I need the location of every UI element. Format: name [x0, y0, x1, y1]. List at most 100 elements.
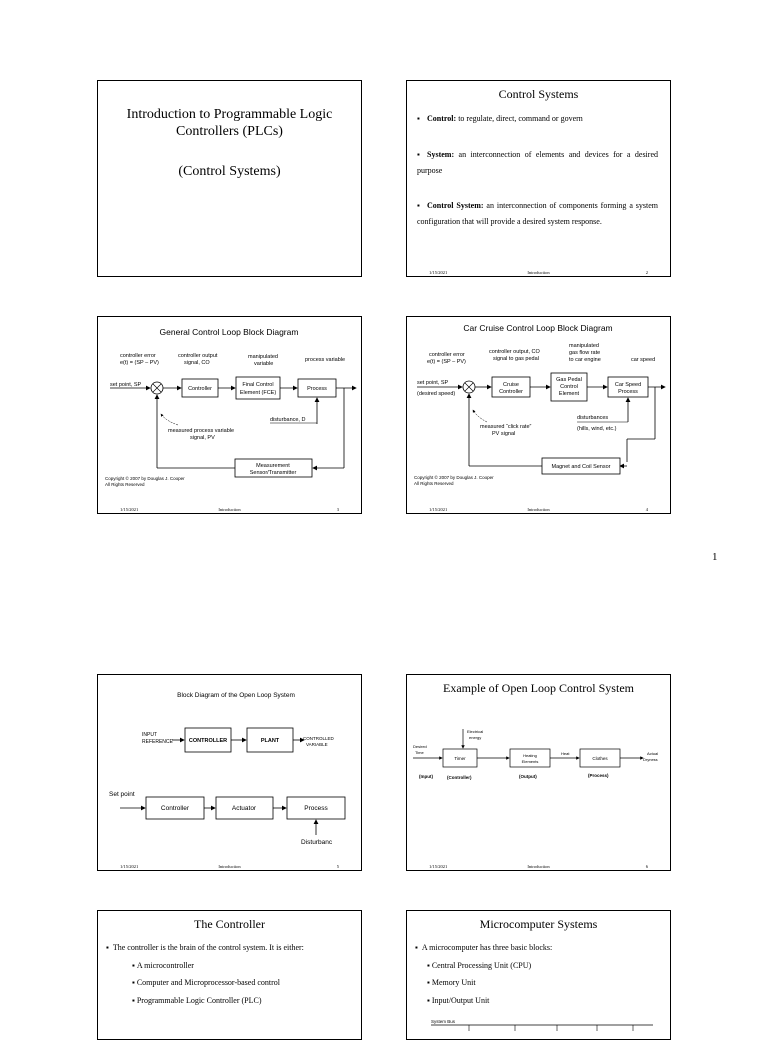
svg-text:PV signal: PV signal [492, 431, 515, 437]
svg-text:PLANT: PLANT [261, 738, 280, 744]
svg-text:Clothes: Clothes [592, 756, 608, 761]
svg-text:disturbances: disturbances [577, 415, 608, 421]
svg-text:Gas Pedal: Gas Pedal [556, 377, 582, 383]
svg-text:Final Control: Final Control [242, 382, 273, 388]
page-number: 1 [712, 551, 718, 563]
diagram-title: General Control Loop Block Diagram [160, 327, 299, 337]
svg-text:Control: Control [560, 384, 578, 390]
svg-text:energy: energy [469, 735, 481, 740]
svg-text:Copyright © 2007 by Douglas J.: Copyright © 2007 by Douglas J. Cooper [105, 475, 185, 481]
svg-text:manipulated: manipulated [569, 343, 599, 349]
slide-8-title: Microcomputer Systems [479, 917, 598, 931]
svg-text:signal to gas pedal: signal to gas pedal [493, 356, 539, 362]
svg-text:Actual: Actual [647, 751, 658, 756]
svg-text:REFERENCE: REFERENCE [142, 739, 174, 745]
sub-bullet-microprocessor: ▪ Computer and Microprocessor-based cont… [132, 978, 280, 987]
bullet-microcomputer: ▪ A microcomputer has three basic blocks… [415, 943, 553, 952]
controller-block [184, 727, 232, 753]
svg-text:Copyright © 2007 by Douglas J.: Copyright © 2007 by Douglas J. Cooper [414, 474, 494, 480]
svg-text:(desired speed): (desired speed) [417, 391, 455, 397]
slide-6-title: Example of Open Loop Control System [443, 681, 634, 695]
svg-text:Elements: Elements [522, 759, 539, 764]
slide-4: Car Cruise Control Loop Block Diagram co… [406, 316, 671, 514]
svg-text:Car Speed: Car Speed [615, 382, 641, 388]
slide-3: General Control Loop Block Diagram contr… [97, 316, 362, 514]
slide-8: Microcomputer Systems ▪ A microcomputer … [406, 910, 671, 1040]
svg-text:signal, PV: signal, PV [190, 435, 215, 441]
svg-text:set point, SP: set point, SP [110, 382, 142, 388]
process-block [286, 796, 346, 820]
bullet-system: ▪System: an interconnection of elements … [417, 150, 658, 175]
svg-text:Controller: Controller [499, 389, 523, 395]
svg-text:measured process variable: measured process variable [168, 428, 234, 434]
slide-1-subtitle: (Control Systems) [178, 164, 281, 179]
svg-text:signal, CO: signal, CO [184, 360, 210, 366]
svg-text:controller output: controller output [178, 353, 218, 359]
sub-bullet-cpu: ▪ Central Processing Unit (CPU) [427, 961, 532, 970]
svg-text:controller output, CO: controller output, CO [489, 349, 540, 355]
svg-text:car speed: car speed [631, 357, 655, 363]
dryer-example-diagram: Electrical energy Desired Time Timer Hea… [413, 729, 658, 780]
bullet-control: ▪Control: to regulate, direct, command o… [417, 114, 583, 123]
svg-text:Sensor/Transmitter: Sensor/Transmitter [250, 470, 297, 476]
svg-text:measured “click rate”: measured “click rate” [480, 424, 532, 430]
plant-block [246, 727, 294, 753]
svg-text:Heat: Heat [561, 751, 570, 756]
svg-text:Dryness: Dryness [643, 757, 658, 762]
svg-text:Timer: Timer [454, 756, 466, 761]
svg-text:Actuator: Actuator [232, 805, 257, 812]
svg-text:INPUT: INPUT [142, 732, 157, 738]
gas-pedal-block [550, 372, 588, 402]
svg-text:System Bus: System Bus [431, 1019, 456, 1024]
open-loop-diagram: Block Diagram of the Open Loop System IN… [109, 692, 346, 846]
slide-7-title: The Controller [194, 917, 265, 931]
sub-bullet-io: ▪ Input/Output Unit [427, 996, 490, 1005]
svg-text:set point, SP: set point, SP [417, 380, 449, 386]
svg-text:(Output): (Output) [519, 774, 537, 779]
slide-2-title: Control Systems [498, 87, 579, 101]
bullet-control-system: ▪Control System: an interconnection of c… [417, 201, 658, 226]
svg-text:Desired: Desired [413, 744, 427, 749]
heating-elements-block [509, 748, 551, 768]
svg-text:Controller: Controller [188, 386, 212, 392]
svg-text:Magnet and Coil Sensor: Magnet and Coil Sensor [551, 464, 610, 470]
sub-bullet-microcontroller: ▪ A microcontroller [132, 961, 194, 970]
svg-text:process variable: process variable [305, 357, 345, 363]
bullet-controller: ▪ The controller is the brain of the con… [106, 943, 304, 952]
svg-text:CONTROLLED: CONTROLLED [303, 736, 335, 741]
slide-7: The Controller ▪ The controller is the b… [97, 910, 362, 1040]
svg-text:Measurement: Measurement [256, 463, 290, 469]
svg-text:(Controller): (Controller) [447, 775, 472, 780]
svg-text:Process: Process [618, 389, 638, 395]
svg-text:Process: Process [304, 805, 328, 812]
svg-text:Cruise: Cruise [503, 382, 519, 388]
svg-text:Controller: Controller [161, 805, 190, 812]
svg-text:controller error: controller error [120, 353, 156, 359]
svg-text:(Process): (Process) [588, 773, 609, 778]
general-control-loop-diagram: General Control Loop Block Diagram contr… [105, 327, 357, 487]
svg-text:gas flow rate: gas flow rate [569, 350, 600, 356]
sub-bullet-plc: ▪ Programmable Logic Controller (PLC) [132, 996, 262, 1005]
svg-text:Process: Process [307, 386, 327, 392]
svg-text:Electrical: Electrical [467, 729, 483, 734]
svg-text:VARIABLE: VARIABLE [306, 742, 328, 747]
slide-2: Control Systems ▪Control: to regulate, d… [406, 80, 671, 277]
svg-text:controller error: controller error [429, 352, 465, 358]
svg-text:manipulated: manipulated [248, 354, 278, 360]
svg-text:Time: Time [415, 750, 425, 755]
sub-bullet-memory: ▪ Memory Unit [427, 978, 476, 987]
svg-text:disturbance, D: disturbance, D [270, 417, 305, 423]
svg-text:variable: variable [254, 361, 273, 367]
car-cruise-control-diagram: Car Cruise Control Loop Block Diagram co… [414, 323, 666, 486]
svg-text:Element: Element [559, 391, 580, 397]
diagram-title: Block Diagram of the Open Loop System [177, 692, 295, 699]
svg-text:e(t) = (SP – PV): e(t) = (SP – PV) [120, 360, 159, 366]
svg-text:(hills, wind, etc.): (hills, wind, etc.) [577, 426, 617, 432]
svg-text:CONTROLLER: CONTROLLER [189, 738, 227, 744]
svg-text:Set point: Set point [109, 791, 135, 798]
svg-text:to car engine: to car engine [569, 357, 601, 363]
svg-text:All Rights Reserved: All Rights Reserved [105, 482, 145, 487]
svg-text:Heating: Heating [523, 753, 537, 758]
slide-1-title: Introduction to Programmable Logic Contr… [126, 107, 333, 139]
svg-text:(Input): (Input) [419, 774, 433, 779]
